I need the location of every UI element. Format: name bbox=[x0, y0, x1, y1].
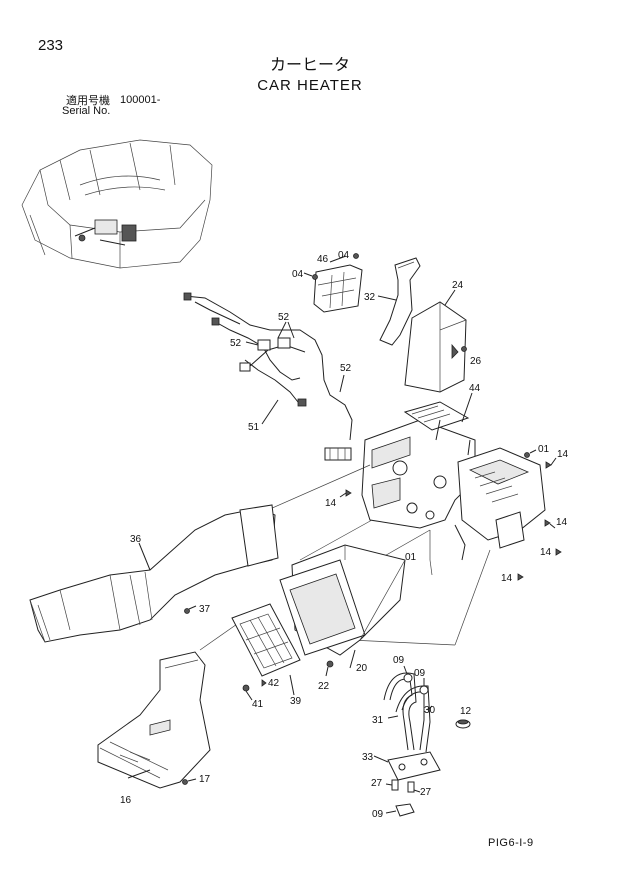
callout-20: 20 bbox=[356, 663, 368, 674]
page-number: 233 bbox=[38, 37, 64, 54]
callout-52: 52 bbox=[278, 312, 290, 323]
callout-52: 52 bbox=[340, 363, 352, 374]
callout-32: 32 bbox=[364, 292, 376, 303]
part-24-duct bbox=[404, 289, 467, 393]
part-46-cover bbox=[303, 253, 363, 313]
callout-04: 04 bbox=[338, 250, 350, 261]
part-12-plug bbox=[455, 719, 471, 729]
callout-51: 51 bbox=[248, 422, 260, 433]
clip-icon bbox=[544, 519, 551, 527]
screw-icon bbox=[182, 779, 188, 785]
callout-01: 01 bbox=[538, 444, 550, 455]
cab-overview-sketch bbox=[21, 139, 213, 269]
callout-41: 41 bbox=[252, 699, 264, 710]
callout-22: 22 bbox=[318, 681, 330, 692]
clip-icon bbox=[461, 346, 467, 352]
callout-17: 17 bbox=[199, 774, 211, 785]
callout-04: 04 bbox=[292, 269, 304, 280]
callout-42: 42 bbox=[268, 678, 280, 689]
part-20-duct-box bbox=[279, 544, 406, 669]
callout-39: 39 bbox=[290, 696, 302, 707]
callout-52: 52 bbox=[230, 338, 242, 349]
clip-icon bbox=[555, 548, 562, 556]
callout-14: 14 bbox=[501, 573, 513, 584]
callout-09: 09 bbox=[393, 655, 405, 666]
screw-icon bbox=[326, 660, 334, 668]
serial-label-english: Serial No. bbox=[62, 105, 111, 117]
clip-icon bbox=[545, 461, 552, 469]
callout-24: 24 bbox=[452, 280, 464, 291]
footer-figure-code: PIG6-I-9 bbox=[488, 837, 534, 849]
callout-14: 14 bbox=[556, 517, 568, 528]
part-36-duct bbox=[29, 504, 279, 643]
callout-09: 09 bbox=[414, 668, 426, 679]
screw-icon bbox=[184, 608, 190, 614]
callout-36: 36 bbox=[130, 534, 142, 545]
callout-16: 16 bbox=[120, 795, 132, 806]
screw-icon bbox=[242, 684, 250, 692]
clip-icon bbox=[517, 573, 524, 581]
wire-harness-51 bbox=[183, 292, 353, 461]
serial-label-japanese: 適用号機 bbox=[66, 94, 110, 107]
callout-27: 27 bbox=[371, 778, 383, 789]
callout-44: 44 bbox=[469, 383, 481, 394]
part-33-bracket bbox=[373, 751, 441, 781]
callout-31: 31 bbox=[372, 715, 384, 726]
callout-14: 14 bbox=[557, 449, 569, 460]
callout-14: 14 bbox=[325, 498, 337, 509]
part-32-duct bbox=[377, 257, 421, 346]
callout-33: 33 bbox=[362, 752, 374, 763]
screw-icon bbox=[524, 452, 530, 458]
part-16-duct bbox=[97, 651, 211, 789]
part-39-filter bbox=[231, 603, 301, 696]
callout-09: 09 bbox=[372, 809, 384, 820]
callout-01: 01 bbox=[405, 552, 417, 563]
screw-icon bbox=[353, 253, 359, 259]
callout-labels: 46 04 04 32 24 26 52 52 52 51 44 01 14 1… bbox=[120, 250, 569, 820]
callout-26: 26 bbox=[470, 356, 482, 367]
callout-37: 37 bbox=[199, 604, 211, 615]
fasteners-14 bbox=[339, 457, 562, 581]
callout-46: 46 bbox=[317, 254, 329, 265]
clamp-icon bbox=[395, 803, 415, 817]
clamp-icon bbox=[419, 685, 429, 695]
callout-30: 30 bbox=[424, 705, 436, 716]
clip-icon bbox=[345, 489, 352, 497]
hoses-30-31 bbox=[383, 665, 433, 753]
callout-14: 14 bbox=[540, 547, 552, 558]
part-44-heater-unit bbox=[361, 392, 546, 561]
title-japanese: カーヒータ bbox=[269, 55, 350, 74]
callout-12: 12 bbox=[460, 706, 472, 717]
screw-icon bbox=[312, 274, 318, 280]
clamp-icon bbox=[403, 673, 413, 683]
callout-27: 27 bbox=[420, 787, 432, 798]
fittings-27-09 bbox=[385, 779, 421, 817]
washer-icon bbox=[261, 679, 267, 687]
serial-number-value: 100001- bbox=[120, 94, 161, 106]
title-english: CAR HEATER bbox=[257, 77, 363, 94]
fasteners-41-42-22 bbox=[242, 660, 334, 701]
